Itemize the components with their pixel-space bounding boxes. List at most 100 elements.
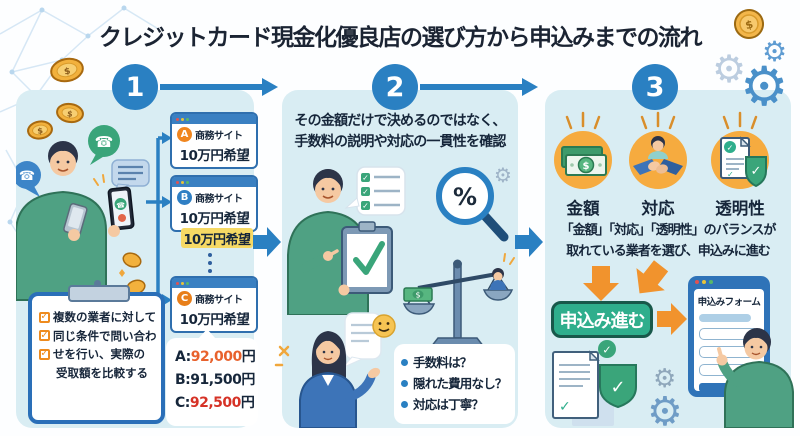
question-row: 対応は丁寧？	[401, 394, 511, 415]
window-dot-icon	[186, 117, 189, 121]
result-unit: 円	[241, 349, 256, 365]
criterion-label-transparency: 透明性	[715, 199, 765, 218]
site-name: 商務サイト	[195, 131, 243, 142]
site-name: 商務サイト	[195, 194, 243, 205]
card-titlebar	[172, 278, 256, 288]
result-label: C:	[175, 395, 190, 411]
step2-heading: その金額だけで決めるのではなく、 手数料の説明や対応の一貫性を確認	[282, 111, 518, 153]
ellipsis-dots	[208, 253, 212, 273]
checklist-text: 同じ条件で問い合わ	[53, 328, 157, 343]
bullet-icon	[401, 380, 408, 387]
check-glyph: ✓	[727, 144, 734, 153]
percent-glyph: %	[453, 183, 477, 211]
site-card-b: B 商務サイト 10万円希望	[170, 175, 258, 232]
question-row: 手数料は？	[401, 352, 511, 373]
checklist-text: 受取額を比較する	[56, 365, 148, 380]
site-card-a: A 商務サイト 10万円希望	[170, 112, 258, 169]
handshake-icon	[633, 136, 683, 175]
criterion-label-money: 金額	[566, 199, 600, 218]
checkbox-icon: ✓	[39, 311, 50, 323]
phone-bubble-blue: ☎	[16, 161, 41, 197]
result-unit: 円	[240, 395, 255, 411]
gear-icon: ⚙	[762, 35, 788, 68]
check-glyph: ✓	[610, 377, 625, 398]
site-badge-b: B	[177, 190, 192, 205]
dollar-glyph: $	[744, 18, 755, 32]
checkbox-icon: ✓	[39, 348, 50, 360]
clipboard-clip	[67, 285, 130, 302]
card-titlebar	[172, 177, 256, 187]
site-amount: 10万円希望	[179, 148, 250, 164]
balance-scale: $	[402, 253, 515, 348]
illustration-man-phones: $ $ $ ☎ ☎	[16, 57, 150, 301]
illustration-woman	[274, 312, 396, 428]
check-glyph: ✓	[362, 174, 369, 183]
criterion-money-circle: $	[554, 131, 612, 189]
coin-icon: $	[734, 9, 764, 39]
smiley-icon	[372, 314, 396, 338]
phone-glyph: ☎	[95, 133, 114, 151]
window-dot-icon	[176, 281, 179, 285]
speech-bubble	[341, 312, 382, 369]
illustration-man-clipboard: ✓ ✓ ✓	[287, 166, 406, 315]
person-on-scale	[490, 268, 506, 290]
gear-icon: ⚙	[647, 389, 683, 428]
step2-heading-line1: その金額だけで決めるのではなく、	[294, 113, 506, 129]
result-label: B:	[175, 372, 191, 388]
checklist-text: 複数の業者に対して	[53, 310, 157, 324]
result-value: 92,500	[189, 395, 242, 411]
apply-button[interactable]: 申込み進む	[551, 301, 653, 338]
dollar-glyph: $	[63, 66, 71, 77]
question-text: 隠れた費用なし？	[413, 376, 507, 391]
site-name: 商務サイト	[195, 295, 243, 306]
question-text: 対応は丁寧？	[413, 397, 484, 412]
step-2-number: 2	[385, 71, 405, 103]
checklist-text: せを行い、実際の	[53, 347, 145, 361]
form-submit-button[interactable]	[699, 383, 739, 392]
bullet-icon	[401, 401, 408, 408]
result-value: 92,000	[190, 349, 243, 365]
document-shield-icon: ✓ ✓ ✓	[720, 136, 767, 187]
result-label: A:	[175, 349, 191, 365]
dollar-glyph: $	[66, 109, 73, 119]
criterion-label-response: 対応	[641, 199, 675, 218]
check-glyph: ✓	[362, 202, 369, 211]
step3-summary: 「金額」「対応」「透明性」のバランスが 取れている業者を選び、申込みに進む	[545, 220, 791, 262]
step-3-number: 3	[645, 71, 665, 103]
money-icon: $	[561, 146, 607, 176]
result-value: 91,500	[190, 372, 242, 388]
magnifier-icon: ⚙ %	[436, 163, 512, 242]
checklist-clipboard: ✓ 複数の業者に対して ✓ 同じ条件で問い合わ ✓ せを行い、実際の 受取額を比…	[28, 280, 165, 424]
checkbox-icon: ✓	[39, 329, 50, 342]
clipboard-check	[341, 221, 393, 294]
form-field-filled[interactable]	[699, 314, 751, 322]
check-glyph: ✓	[727, 170, 734, 179]
gear-icon: ⚙	[740, 55, 789, 118]
checklist-bubble: ✓ ✓ ✓	[344, 166, 406, 216]
gear-icon: ⚙	[494, 163, 512, 187]
step2-heading-line2: 手数料の説明や対応の一貫性を確認	[294, 134, 506, 150]
money-icon: $	[403, 287, 433, 302]
phone-glyph: ☎	[19, 169, 35, 184]
check-glyph: ✓	[362, 188, 369, 197]
check-glyph: ✓	[751, 164, 762, 179]
site-amount: 10万円希望	[179, 211, 250, 227]
criterion-transparency-circle: ✓ ✓ ✓	[711, 131, 769, 189]
result-row: C:92,500円	[175, 392, 258, 415]
clipboard-clip-knob	[93, 280, 101, 287]
window-dots	[695, 280, 713, 284]
step3-summary-line2: 取れている業者を選び、申込みに進む	[566, 244, 771, 259]
checklist-row: ✓ 同じ条件で問い合わ	[39, 327, 157, 346]
checklist-row: ✓ 複数の業者に対して	[39, 308, 157, 327]
illustration-man-pointing	[716, 328, 794, 428]
question-row: 隠れた費用なし？	[401, 373, 511, 394]
card-titlebar	[172, 114, 256, 124]
window-dot-icon	[181, 281, 184, 285]
step-3-badge: 3	[632, 64, 678, 110]
documents-shield-illustration: ✓ ✓ ✓ ⚙ ⚙	[552, 340, 683, 428]
checklist-row: ✓ せを行い、実際の	[39, 345, 157, 364]
window-dot-icon	[176, 117, 179, 121]
window-dot-icon	[176, 180, 179, 184]
chat-bubble	[111, 159, 150, 197]
